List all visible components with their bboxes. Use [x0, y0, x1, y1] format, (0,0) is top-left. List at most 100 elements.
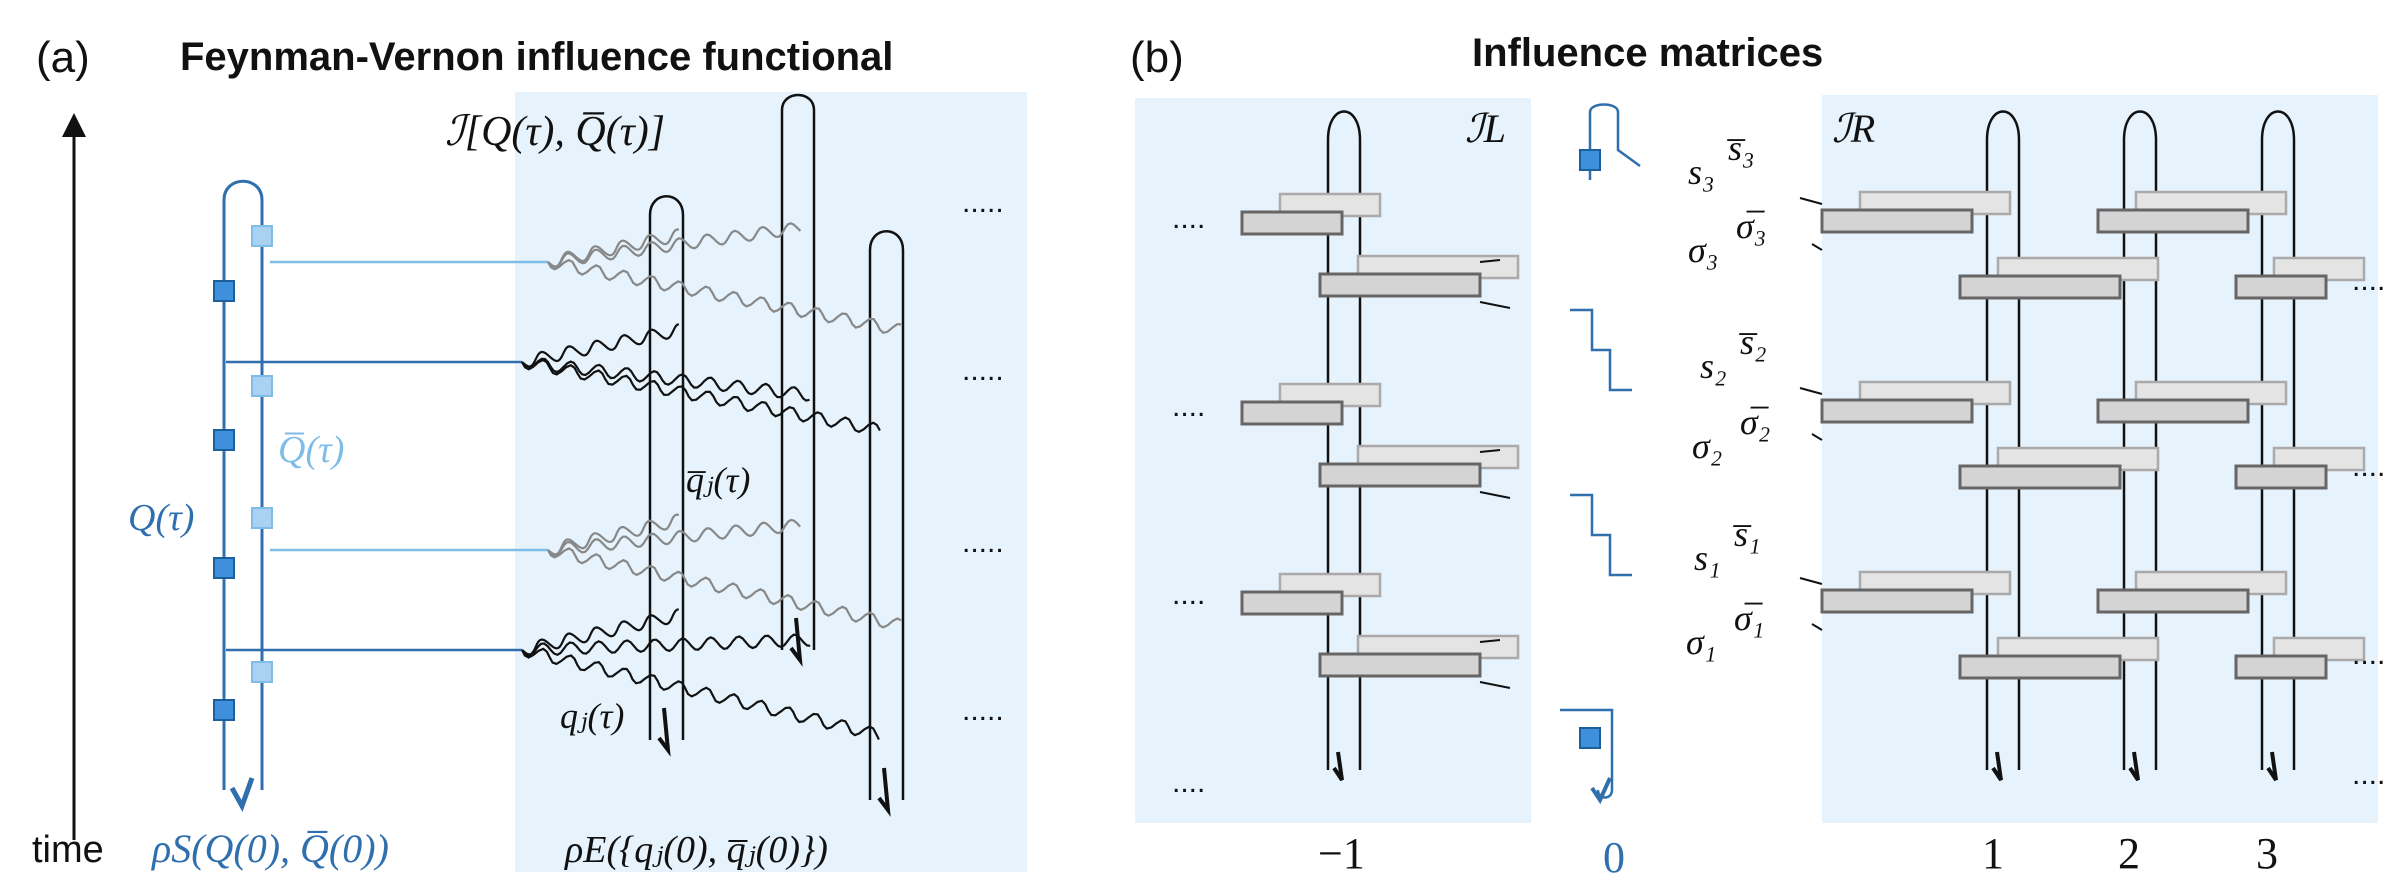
tensor-13	[1240, 590, 1344, 616]
backward-path-label: Q̅(τ)	[278, 429, 344, 471]
site-contour-4	[2260, 110, 2296, 770]
bath-contours	[648, 93, 905, 817]
tensor-8	[1318, 462, 1482, 488]
system-initial-state: ρS(Q(0), Q̅(0))	[150, 826, 389, 871]
leg-left-3	[1479, 639, 1511, 689]
tensor-9	[1820, 398, 1974, 424]
panel-b-label: (b)	[1130, 33, 1184, 82]
leg-right-3	[1799, 577, 1823, 631]
tensor-5	[1958, 274, 2122, 300]
tensor-15	[1820, 588, 1974, 614]
tensor-18	[2234, 654, 2328, 680]
s2bar-label: s̅₂	[1738, 322, 1766, 362]
time-axis-label: time	[32, 829, 104, 871]
tensor-legs	[1479, 197, 1823, 689]
tensor-11	[1958, 464, 2122, 490]
wave-11	[521, 633, 811, 657]
tensor-17	[1958, 654, 2122, 680]
influence-functional-label: ℐ[Q(τ), Q̅(τ)]	[445, 109, 665, 155]
ellipsis-2: .....	[962, 354, 1004, 387]
leg-left-1	[1479, 259, 1511, 309]
sigma1-label: σ₁	[1686, 622, 1716, 662]
wave-7	[547, 513, 680, 556]
site-zero-contour	[1560, 103, 1641, 805]
site-index-minus1: −1	[1318, 829, 1365, 878]
site-contour-turn-1	[1332, 751, 1344, 782]
leg-left-2	[1479, 449, 1511, 499]
sigma2-label: σ₂	[1692, 426, 1722, 466]
tensor-2	[1318, 272, 1482, 298]
site-contour-turn-3	[2128, 751, 2140, 782]
tensor-10	[2096, 398, 2250, 424]
bath-interaction-waves	[521, 222, 902, 740]
s1bar-label: s̅₁	[1732, 514, 1760, 554]
site-index-2: 2	[2118, 829, 2140, 878]
s3bar-label: s̅₃	[1726, 128, 1754, 168]
tensor-16	[2096, 588, 2250, 614]
ellipsis-4: .....	[962, 694, 1004, 727]
site-zero-bottom-step	[1579, 727, 1601, 749]
wave-3	[547, 258, 902, 335]
tensor-3	[1820, 208, 1974, 234]
tensor-gates	[1240, 190, 2366, 680]
wave-5	[521, 357, 810, 402]
site-contour-turn-2	[1991, 751, 2003, 782]
site-index-3: 3	[2256, 829, 2278, 878]
forward-time-steps	[213, 280, 235, 721]
site-contour-1	[1326, 110, 1362, 770]
sigma3bar-label: σ̅₃	[1736, 206, 1766, 246]
b-ellipsis-8: ....	[2352, 758, 2385, 791]
wave-4	[521, 323, 680, 368]
site-index-1: 1	[1982, 829, 2004, 878]
tensor-4	[2096, 208, 2250, 234]
b-ellipsis-3: ....	[1172, 578, 1205, 611]
ellipsis-3: .....	[962, 526, 1004, 559]
b-ellipsis-5: ....	[2352, 264, 2385, 297]
b-ellipsis-6: ....	[2352, 450, 2385, 483]
bath-forward-label: qⱼ(τ)	[560, 696, 624, 736]
tensor-12	[2234, 464, 2328, 490]
forward-path-label: Q(τ)	[128, 497, 194, 539]
sigma3-label: σ₃	[1688, 230, 1718, 270]
wave-9	[547, 547, 902, 629]
b-ellipsis-7: ....	[2352, 638, 2385, 671]
left-influence-matrix-label: ℐL	[1465, 106, 1506, 151]
panel-a-title: Feynman-Vernon influence functional	[180, 35, 893, 79]
s2-label: s₂	[1700, 346, 1727, 386]
wave-6	[521, 358, 881, 434]
wave-8	[547, 518, 802, 557]
environment-initial-state: ρE({qⱼ(0), q̅ⱼ(0)})	[564, 829, 828, 871]
ellipsis-1: .....	[962, 186, 1004, 219]
environment-background	[515, 92, 1027, 872]
site-contours	[1326, 110, 2296, 782]
leg-right-2	[1799, 387, 1823, 441]
tensor-1	[1240, 210, 1344, 236]
site-contour-2	[1985, 110, 2021, 770]
b-ellipsis-4: ....	[1172, 766, 1205, 799]
site-contour-turn-4	[2266, 751, 2278, 782]
wave-12	[521, 647, 880, 740]
b-ellipsis-1: ....	[1172, 202, 1205, 235]
spin-labels: s₃ s̅₃ σ₃ σ̅₃ s₂ s̅₂ σ₂ σ̅₂ s₁ s̅₁ σ₁ σ̅…	[1686, 128, 1770, 662]
right-influence-matrix-label: ℐR	[1832, 106, 1875, 151]
sigma2bar-label: σ̅₂	[1740, 402, 1770, 442]
system-keldysh-contour	[222, 179, 264, 813]
leg-right-1	[1799, 197, 1823, 251]
s3-label: s₃	[1688, 152, 1715, 192]
sigma1bar-label: σ̅₁	[1734, 598, 1764, 638]
tensor-6	[2234, 274, 2328, 300]
panel-a: (a) Feynman-Vernon influence functional …	[32, 33, 1027, 872]
panel-a-label: (a)	[36, 33, 90, 82]
s1-label: s₁	[1694, 538, 1721, 578]
wave-1	[547, 222, 802, 269]
wave-2	[547, 228, 680, 268]
panel-b-title: Influence matrices	[1472, 31, 1823, 75]
wave-10	[521, 608, 680, 656]
site-index-0: 0	[1603, 833, 1625, 882]
site-contour-3	[2122, 110, 2158, 770]
coupling-lines	[226, 260, 548, 652]
tensor-14	[1318, 652, 1482, 678]
panel-b: (b) Influence matrices ℐL ℐR s₃ s̅₃ σ₃ σ…	[1130, 31, 2385, 882]
contour-turn-mark	[229, 777, 255, 813]
